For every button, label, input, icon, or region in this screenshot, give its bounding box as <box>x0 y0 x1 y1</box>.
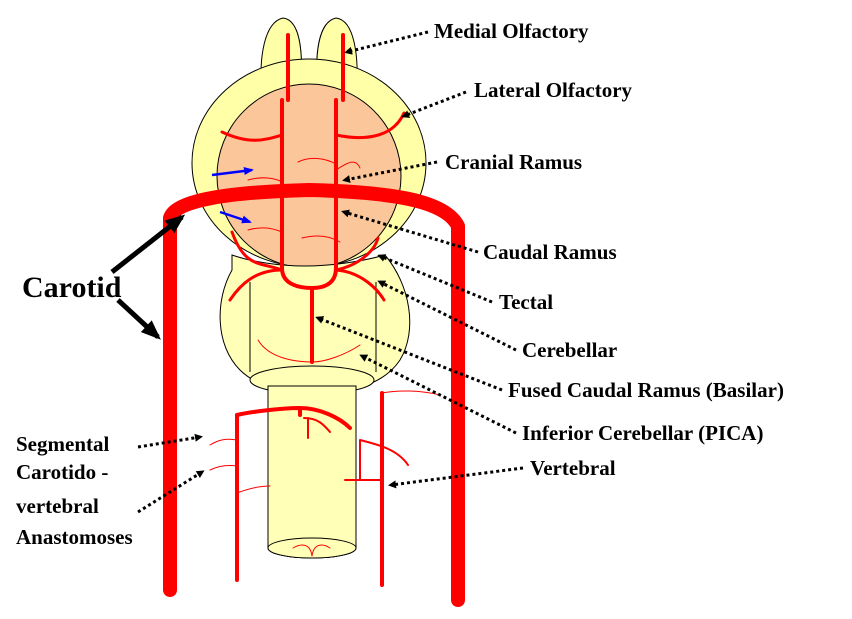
forebrain-core <box>216 83 402 269</box>
label-caudal-ramus: Caudal Ramus <box>483 240 617 264</box>
leader-cranial-ramus <box>342 160 438 183</box>
label-vertebral: Vertebral <box>530 456 616 480</box>
flow-arrow-lower <box>219 210 252 224</box>
leader-cerebellar <box>377 280 517 352</box>
label-lateral-olfactory: Lateral Olfactory <box>474 78 633 102</box>
label-fused-caudal-ramus: Fused Caudal Ramus (Basilar) <box>508 378 784 402</box>
leader-segmental-lower <box>137 470 205 514</box>
label-tectal: Tectal <box>499 290 553 314</box>
leader-inferior-cerebellar <box>359 354 517 435</box>
leader-segmental-upper <box>137 433 203 449</box>
label-cerebellar: Cerebellar <box>522 338 617 362</box>
label-inferior-cerebellar: Inferior Cerebellar (PICA) <box>522 421 763 445</box>
flow-arrow-upper <box>211 167 254 177</box>
label-carotid: Carotid <box>22 271 122 304</box>
label-segmental-1: Segmental <box>16 432 109 456</box>
carotid-arteries <box>163 183 465 607</box>
leader-lateral-olfactory <box>401 90 467 118</box>
label-segmental-3: vertebral <box>16 494 99 518</box>
leader-medial-olfactory <box>344 30 429 55</box>
label-medial-olfactory: Medial Olfactory <box>434 19 589 43</box>
leader-fused-caudal <box>315 316 503 392</box>
leader-tectal <box>377 254 493 304</box>
leader-vertebral <box>388 466 524 489</box>
flow-arrows <box>211 167 254 224</box>
cerebral-vessels <box>209 33 441 557</box>
label-cranial-ramus: Cranial Ramus <box>445 150 582 174</box>
leader-lines <box>137 30 524 514</box>
carotid-pointers <box>110 214 186 340</box>
label-segmental-4: Anastomoses <box>16 525 133 549</box>
label-segmental-2: Carotido - <box>16 460 108 484</box>
leader-caudal-ramus <box>341 209 479 254</box>
